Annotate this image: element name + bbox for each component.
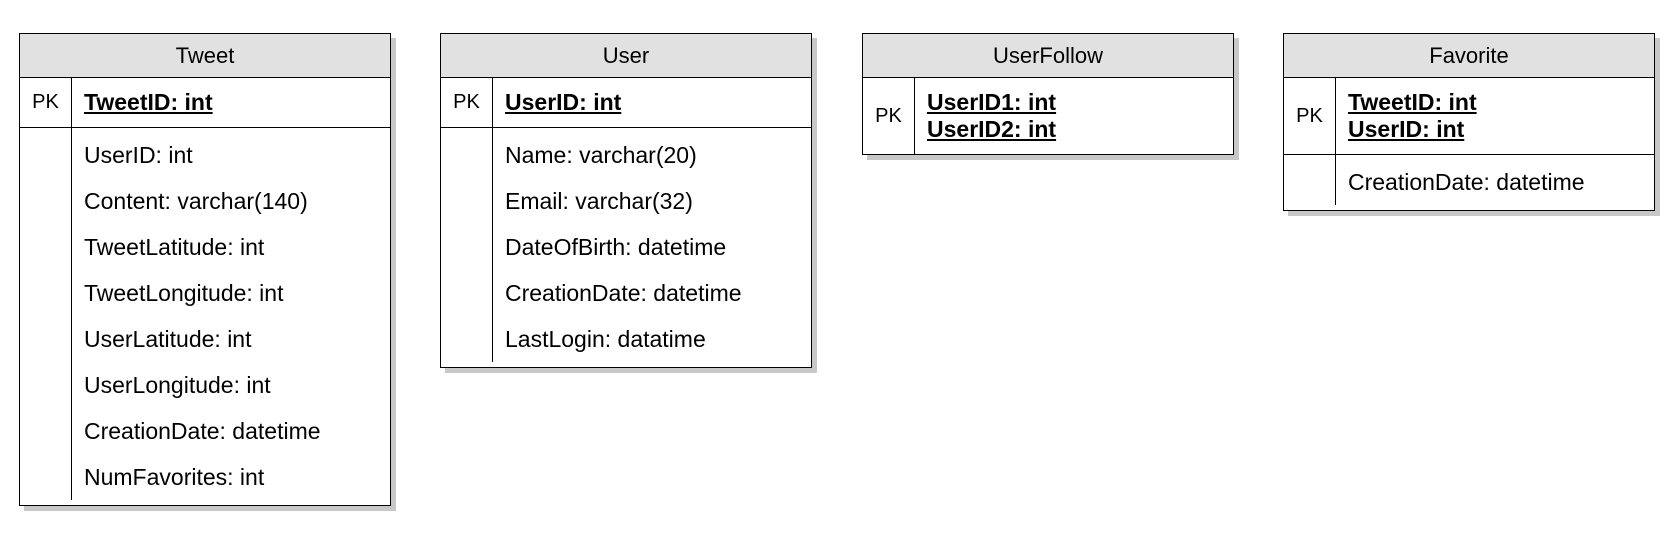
attribute: NumFavorites: int — [84, 464, 265, 490]
pk-fields: TweetID: int — [72, 78, 390, 127]
entity-title: UserFollow — [863, 34, 1233, 78]
entity-tweet[interactable]: Tweet PK TweetID: int UserID: int Conten… — [19, 33, 391, 506]
entity-title: User — [441, 34, 811, 78]
pk-field: TweetID: int — [84, 89, 213, 115]
primary-key-section: PK UserID1: int UserID2: int — [863, 78, 1233, 154]
primary-key-section: PK TweetID: int UserID: int — [1284, 78, 1654, 155]
entity-user[interactable]: User PK UserID: int Name: varchar(20) Em… — [440, 33, 812, 368]
attribute-gutter — [20, 128, 72, 500]
attribute-section: UserID: int Content: varchar(140) TweetL… — [20, 128, 390, 505]
attribute-list: Name: varchar(20) Email: varchar(32) Dat… — [493, 128, 811, 367]
attribute: UserID: int — [84, 142, 193, 168]
attribute: UserLongitude: int — [84, 372, 271, 398]
pk-fields: UserID1: int UserID2: int — [915, 78, 1233, 154]
attribute: Name: varchar(20) — [505, 142, 697, 168]
attribute: CreationDate: datetime — [1348, 169, 1585, 195]
attribute: TweetLongitude: int — [84, 280, 284, 306]
pk-field: UserID2: int — [927, 116, 1057, 142]
pk-field: TweetID: int — [1348, 89, 1477, 115]
attribute: CreationDate: datetime — [84, 418, 321, 444]
attribute-list: CreationDate: datetime — [1336, 155, 1654, 210]
primary-key-section: PK UserID: int — [441, 78, 811, 128]
entity-title: Tweet — [20, 34, 390, 78]
pk-fields: TweetID: int UserID: int — [1336, 78, 1654, 154]
attribute: UserLatitude: int — [84, 326, 252, 352]
entity-title: Favorite — [1284, 34, 1654, 78]
pk-label: PK — [20, 78, 72, 127]
attribute-section: Name: varchar(20) Email: varchar(32) Dat… — [441, 128, 811, 367]
attribute: Content: varchar(140) — [84, 188, 308, 214]
pk-label: PK — [1284, 78, 1336, 154]
attribute-gutter — [1284, 155, 1336, 205]
pk-fields: UserID: int — [493, 78, 811, 127]
attribute-gutter — [441, 128, 493, 362]
pk-field: UserID1: int — [927, 89, 1057, 115]
primary-key-section: PK TweetID: int — [20, 78, 390, 128]
attribute: TweetLatitude: int — [84, 234, 265, 260]
attribute-section: CreationDate: datetime — [1284, 155, 1654, 210]
attribute: Email: varchar(32) — [505, 188, 693, 214]
pk-field: UserID: int — [1348, 116, 1465, 142]
pk-field: UserID: int — [505, 89, 622, 115]
entity-favorite[interactable]: Favorite PK TweetID: int UserID: int Cre… — [1283, 33, 1655, 211]
attribute: LastLogin: datatime — [505, 326, 706, 352]
attribute: CreationDate: datetime — [505, 280, 742, 306]
attribute: DateOfBirth: datetime — [505, 234, 727, 260]
attribute-list: UserID: int Content: varchar(140) TweetL… — [72, 128, 390, 505]
pk-label: PK — [863, 78, 915, 154]
pk-label: PK — [441, 78, 493, 127]
entity-userfollow[interactable]: UserFollow PK UserID1: int UserID2: int — [862, 33, 1234, 155]
